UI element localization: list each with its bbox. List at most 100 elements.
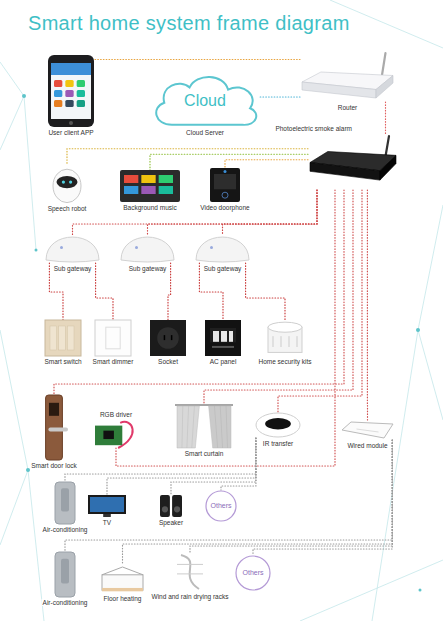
dotted-link [94,59,300,60]
phone-part [77,100,85,107]
rack-icon [175,553,205,591]
floor-part [102,567,143,575]
device-label: Wind and rain drying racks [151,593,230,600]
door-part [214,174,236,189]
tv-set: TV [88,495,126,517]
others-circle: Others [205,490,237,522]
dotted-link [246,263,285,320]
network-dot [35,249,38,252]
dotted-link [73,190,318,235]
dotted-link [96,263,113,320]
robot-icon [52,165,82,203]
shape-text: Others [210,502,231,510]
music-part [120,170,180,202]
dotted-link [123,440,393,565]
tv-part [103,514,111,517]
sub-gateway: Sub gateway [120,235,175,263]
device-label: User client APP [47,129,94,136]
wired-module: Wired module [340,420,395,440]
ac-part [55,482,75,524]
acpanel-part [213,331,219,342]
hub-icon [308,135,398,190]
phone-part [77,80,85,87]
curtain-part [175,404,233,406]
network-dot [416,328,420,332]
router-part [302,82,376,98]
socket-part [157,327,179,349]
ir-transfer: IR transfer [255,412,301,438]
device-label: Air-conditioning [42,599,89,606]
ac-part [61,559,69,584]
network-line [418,205,443,420]
rack-part [181,555,199,589]
device-label: Sub gateway [53,265,93,272]
dotted-link [278,190,362,412]
door-part [210,168,240,202]
door-part [224,170,227,173]
floor-icon [100,565,145,593]
router-part [376,76,393,99]
switch-part [67,326,74,350]
phone-part [69,121,73,125]
floor-part [102,575,143,590]
music-part [124,186,138,194]
device-label: Router [337,104,359,111]
gateway-part [196,237,249,262]
rack-part [177,564,203,565]
network-line [24,96,36,250]
hub-part [310,163,380,181]
dotted-link [225,160,308,168]
ac-icon [55,482,75,524]
device-label: Sub gateway [128,265,168,272]
air-conditioner: Air-conditioning [55,482,75,524]
dimmer-part [95,320,131,356]
phone-part [51,63,91,75]
acpanel-part [212,346,234,348]
smoke-part [297,336,298,347]
others-circle: Others [235,555,271,591]
router-icon [300,52,395,102]
speaker-part [174,506,180,512]
socket-part [164,335,166,340]
gateway-icon [195,235,250,263]
device-label: Sub gateway [203,265,243,272]
smoke-part [268,322,302,332]
drying-rack: Wind and rain drying racks [175,553,205,591]
network-line [0,62,24,150]
network-dot [419,589,422,592]
dotted-link [168,263,171,320]
router-device: Router [300,52,395,102]
socket-part [150,320,186,356]
security-kit: Home security kits [265,320,305,356]
speaker-part [160,495,170,517]
sub-gateway: Sub gateway [195,235,250,263]
music-part [159,175,173,183]
switch-icon [45,320,81,356]
phone-part [51,63,91,119]
switch-part [50,326,57,350]
robot-part [57,176,78,188]
dotted-link [65,440,392,552]
dotted-link [116,190,335,466]
dotted-link [385,102,386,135]
gateway-part [210,246,213,249]
cloud-server: CloudCloud Server [150,72,260,127]
others-part [236,556,270,590]
network-line [0,330,28,545]
phone-icon [48,55,94,127]
device-label: Wired module [346,442,388,449]
tv-icon [88,495,126,517]
smoke-alarm-hub: Photoelectric smoke alarm [308,135,398,190]
music-panel: Background music [120,170,180,202]
gateway-part [60,246,63,249]
smoke-part [281,336,282,347]
device-label: TV [102,519,112,526]
smart-switch: Smart switch [45,320,81,356]
ac-icon [55,552,75,597]
music-part [141,175,155,183]
rack-part [177,573,203,574]
smart-dimmer: Smart dimmer [95,320,131,356]
device-label: Speech robot [47,205,88,212]
device-label: Smart curtain [184,450,225,457]
network-dot [22,94,26,98]
